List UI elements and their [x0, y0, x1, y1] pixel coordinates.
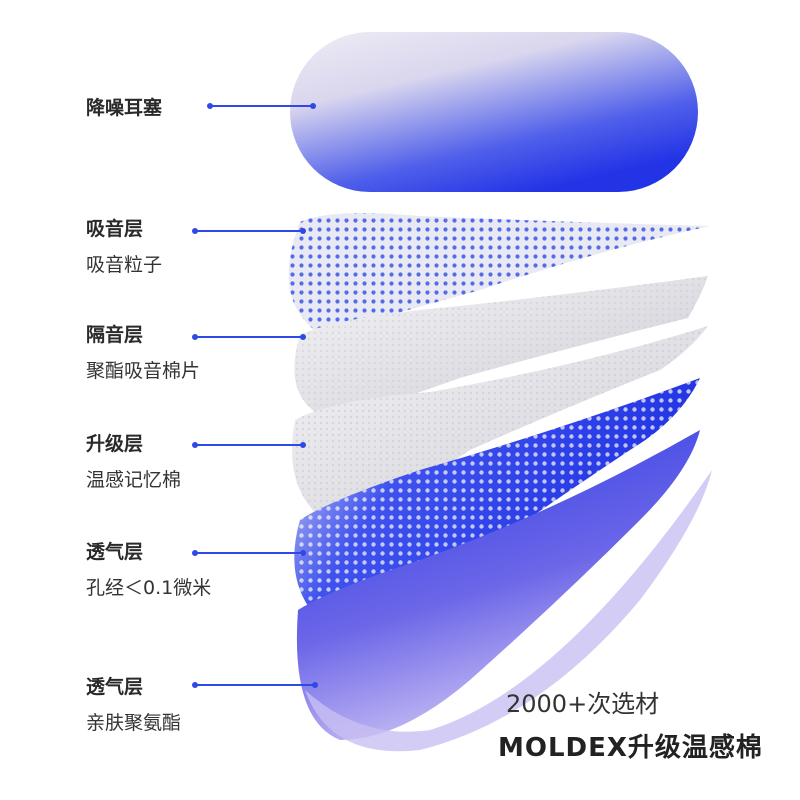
- layer-subtitle: 孔经＜0.1微米: [86, 577, 212, 599]
- layer-subtitle: 聚酯吸音棉片: [86, 360, 201, 382]
- layer-subtitle: 吸音粒子: [86, 254, 163, 276]
- layer-label-earplug: 降噪耳塞: [86, 95, 162, 121]
- layer-label-breathable-2: 透气层 亲肤聚氨酯: [86, 674, 181, 736]
- layer-title: 升级层: [86, 433, 144, 455]
- tagline-material-count: 2000+次选材: [506, 690, 660, 718]
- connector-memory-foam: [192, 442, 306, 448]
- layer-label-memory-foam: 升级层 温感记忆棉: [86, 431, 181, 493]
- tagline-product-name: MOLDEX升级温感棉: [498, 733, 763, 763]
- layer-title: 透气层: [86, 676, 144, 698]
- connector-earplug: [207, 103, 316, 109]
- connector-absorb: [192, 228, 306, 234]
- skin-polyurethane-layer: [296, 430, 700, 740]
- layer-subtitle: 亲肤聚氨酯: [86, 712, 182, 734]
- connector-breathable-2: [192, 682, 318, 688]
- layer-title: 吸音层: [86, 218, 144, 240]
- layer-subtitle: 温感记忆棉: [86, 469, 182, 491]
- layer-label-insulation: 隔音层 聚酯吸音棉片: [86, 322, 200, 384]
- layer-title: 降噪耳塞: [86, 97, 163, 119]
- layer-label-breathable-1: 透气层 孔经＜0.1微米: [86, 539, 211, 601]
- connector-insulation: [192, 334, 306, 340]
- layer-label-absorb: 吸音层 吸音粒子: [86, 216, 162, 278]
- earplug-capsule: [290, 32, 698, 192]
- connector-breathable-1: [192, 550, 306, 556]
- layer-title: 隔音层: [86, 324, 144, 346]
- layer-title: 透气层: [86, 541, 144, 563]
